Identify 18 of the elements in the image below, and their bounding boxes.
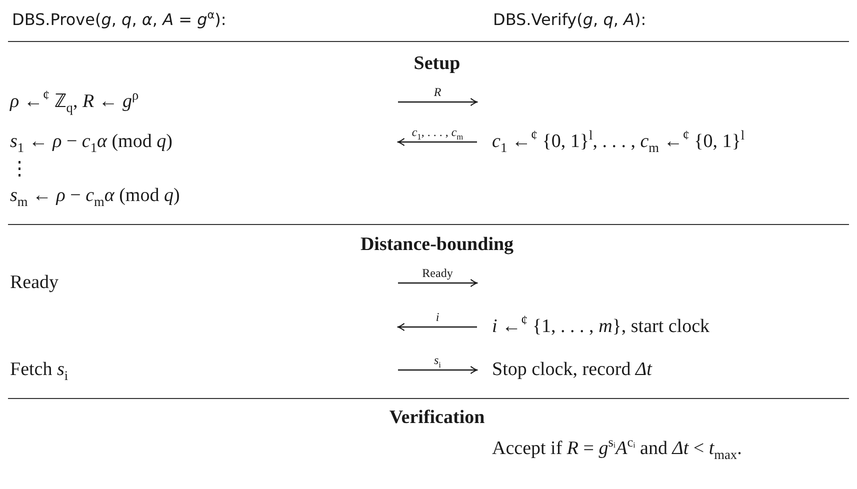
party-header: DBS.Prove(g, q, α, A = g$^{α}$): bbox=[12, 8, 226, 31]
protocol-step: Fetch s$_{i}$ bbox=[10, 357, 68, 383]
party-header: DBS.Verify(g, q, A): bbox=[493, 9, 646, 31]
arrow-label: R bbox=[432, 86, 444, 99]
protocol-step: s$_{1}$ ← ρ − c$_{1}$α (mod q) bbox=[10, 129, 172, 155]
vertical-ellipsis: ⋮ bbox=[10, 158, 29, 182]
arrow-label: i bbox=[434, 311, 442, 324]
verification-condition: Accept if R = g$^{sᵢ}$A$^{cᵢ}$ and Δt < t$_{max}$. bbox=[492, 434, 743, 464]
protocol-step: Stop clock, record Δt bbox=[492, 357, 652, 383]
protocol-step: c$_{1}$ ←$^{¢}$ {0, 1}$^{l}$, . . . , c$_{m}$ ←$^{¢}$ {0, 1}$^{l}$ bbox=[492, 129, 745, 155]
section-heading: Verification bbox=[389, 406, 485, 430]
protocol-step: s$_{m}$ ← ρ − c$_{m}$α (mod q) bbox=[10, 183, 180, 209]
protocol-step: Ready bbox=[10, 270, 59, 296]
arrow-label: Ready bbox=[420, 267, 455, 280]
section-heading: Setup bbox=[414, 52, 460, 76]
protocol-step: i ←$^{¢}$ {1, . . . , m}, start clock bbox=[492, 314, 710, 340]
protocol-step: ρ ←$^{¢}$ ℤ$_{q}$, R ← g$^{ρ}$ bbox=[10, 89, 139, 115]
section-heading: Distance-bounding bbox=[360, 233, 514, 257]
